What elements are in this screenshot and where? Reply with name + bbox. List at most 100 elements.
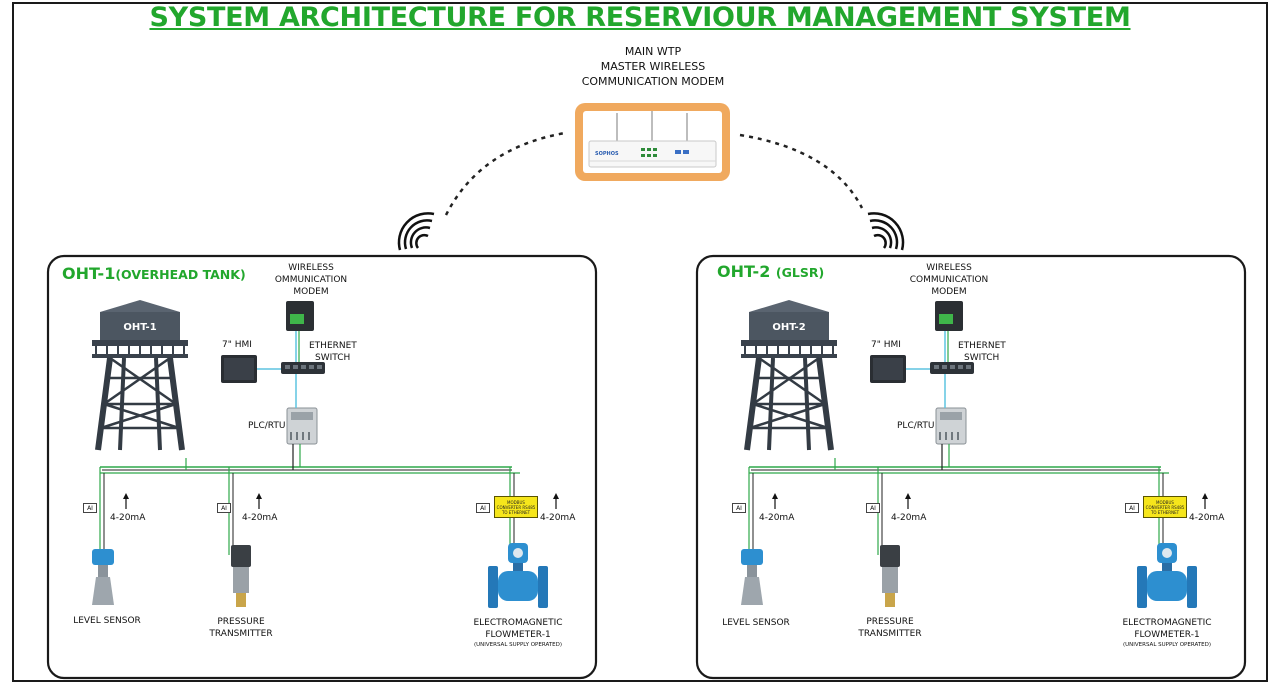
oht2-plc-label: PLC/RTU	[897, 421, 935, 431]
oht1-pressure-fitting	[236, 593, 246, 607]
oht1-switch-port	[293, 365, 298, 369]
oht1-modbus-converter: MODBUS CONVERTER RS485 TO ETHERNET	[494, 496, 538, 518]
panel-oht2-frame	[695, 254, 1247, 680]
oht1-pressure-signal: 4-20mA	[242, 513, 278, 523]
oht1-modem-label-line3: MODEM	[293, 287, 329, 297]
oht2-modem-led	[939, 314, 953, 324]
oht2-flow-ai-tag: AI	[1125, 503, 1139, 513]
oht2-signal-arrow-head-1	[905, 493, 911, 499]
oht2-pressure-body	[882, 567, 898, 593]
panel-oht2-title-sub: (GLSR)	[775, 265, 825, 280]
oht1-signal-arrow-head-1	[256, 493, 262, 499]
oht2-signal-arrow-head-2	[1202, 493, 1208, 499]
oht1-flowmeter-icon	[498, 571, 538, 601]
oht1-flowmeter-display	[513, 548, 523, 558]
oht2-switch-port	[950, 365, 955, 369]
oht2-modbus-converter: MODBUS CONVERTER RS485 TO ETHERNET	[1143, 496, 1187, 518]
signal-waves-left-icon	[397, 212, 435, 251]
oht1-flow-ai-tag: AI	[476, 503, 490, 513]
oht1-flow-signal: 4-20mA	[540, 513, 576, 523]
oht2-flowmeter-display	[1162, 548, 1172, 558]
oht2-hmi-screen	[873, 358, 903, 380]
oht1-tower-bracing	[100, 356, 180, 430]
panel-oht1-title-sub: (OVERHEAD TANK)	[115, 267, 246, 282]
master-modem-body: SOPHOS	[583, 111, 722, 173]
oht1-pressure-transmitter-icon	[231, 545, 251, 567]
router-icon	[588, 111, 717, 168]
oht1-switch-port	[309, 365, 314, 369]
oht1-modem-label-line2: OMMUNICATION	[274, 275, 348, 285]
oht1-flow-label-line2: FLOWMETER-1	[485, 630, 551, 640]
oht2-pressure-ai-tag: AI	[866, 503, 880, 513]
oht2-switch-label: ETHERNET SWITCH	[958, 340, 1006, 364]
oht2-signal-arrow-head-0	[772, 493, 778, 499]
oht2-tower-roof	[749, 300, 829, 312]
panel-oht1-graphics: OHT-1	[92, 300, 559, 608]
oht2-modem-label-line2: COMMUNICATION	[909, 275, 989, 285]
router-brand: SOPHOS	[595, 151, 619, 157]
oht2-switch-port	[966, 365, 971, 369]
oht2-plc-display	[940, 412, 962, 420]
oht2-switch-port	[958, 365, 963, 369]
wireless-link-left	[444, 131, 566, 216]
panel-oht2-title-main: OHT-2	[717, 262, 771, 281]
oht1-switch-label-line2: SWITCH	[315, 353, 351, 363]
oht2-level-label: LEVEL SENSOR	[722, 618, 790, 628]
oht1-flowmeter-flange-right	[538, 566, 548, 608]
oht1-tower-tank	[100, 312, 180, 340]
oht1-level-sensor-icon	[92, 549, 114, 565]
oht1-level-sensor-neck	[98, 565, 108, 577]
oht2-flowmeter-icon	[1147, 571, 1187, 601]
oht1-pressure-label-line2: TRANSMITTER	[209, 629, 273, 639]
oht2-flow-label-line1: ELECTROMAGNETIC	[1122, 618, 1212, 628]
panel-oht1-title: OHT-1(OVERHEAD TANK)	[62, 264, 246, 283]
oht1-tower-deck	[92, 340, 188, 346]
oht2-water-tower-icon	[741, 300, 837, 451]
oht1-level-label: LEVEL SENSOR	[73, 616, 141, 626]
oht1-plc-label: PLC/RTU	[248, 421, 286, 431]
oht2-tower-deck	[741, 340, 837, 346]
oht2-tower-rail-bar	[741, 354, 837, 358]
oht2-switch-port	[942, 365, 947, 369]
oht1-flow-label-line3: (UNIVERSAL SUPPLY OPERATED)	[474, 642, 562, 648]
oht2-level-sensor-neck	[747, 565, 757, 577]
oht1-plc-display	[291, 412, 313, 420]
outer-frame	[12, 2, 1268, 682]
oht1-pressure-label: PRESSURE TRANSMITTER	[196, 616, 286, 640]
oht2-level-sensor-icon	[741, 549, 763, 565]
master-modem-label: MAIN WTP MASTER WIRELESS COMMUNICATION M…	[560, 44, 746, 89]
master-label-line2: MASTER WIRELESS	[600, 60, 706, 73]
oht1-signal-arrow-head-2	[553, 493, 559, 499]
oht2-modem-label: WIRELESS COMMUNICATION MODEM	[903, 262, 995, 298]
wireless-link-right	[739, 133, 864, 209]
oht1-modem-led	[290, 314, 304, 324]
panel-oht2-title: OHT-2 (GLSR)	[717, 262, 824, 281]
oht1-switch-label: ETHERNET SWITCH	[309, 340, 357, 364]
oht1-modem-label: WIRELESS OMMUNICATION MODEM	[266, 262, 356, 298]
oht1-pressure-body	[233, 567, 249, 593]
oht1-switch-label-line1: ETHERNET	[309, 341, 357, 351]
oht2-pressure-signal: 4-20mA	[891, 513, 927, 523]
oht1-level-sensor-horn	[92, 577, 114, 605]
oht1-pressure-ai-tag: AI	[217, 503, 231, 513]
panel-oht2-graphics: OHT-2	[741, 300, 1208, 608]
oht1-tower-rail-bar	[92, 354, 188, 358]
oht2-pressure-transmitter-icon	[880, 545, 900, 567]
oht2-tower-bracing	[749, 356, 829, 430]
panel-oht1-frame	[46, 254, 598, 680]
oht1-flow-label: ELECTROMAGNETIC FLOWMETER-1 (UNIVERSAL S…	[458, 617, 578, 650]
oht2-modem-label-line1: WIRELESS	[926, 263, 972, 273]
oht1-switch-port	[301, 365, 306, 369]
oht1-tower-roof	[100, 300, 180, 312]
oht1-hmi-label: 7" HMI	[222, 340, 252, 350]
oht2-pressure-label: PRESSURE TRANSMITTER	[845, 616, 935, 640]
oht1-flowmeter-neck	[513, 563, 523, 571]
oht2-pressure-label-line1: PRESSURE	[866, 617, 914, 627]
master-label-line3: COMMUNICATION MODEM	[581, 75, 725, 88]
oht2-modem-label-line3: MODEM	[931, 287, 967, 297]
master-label-line1: MAIN WTP	[624, 45, 682, 58]
master-modem-device: SOPHOS	[575, 103, 730, 181]
oht2-tank-label: OHT-2	[772, 322, 805, 333]
